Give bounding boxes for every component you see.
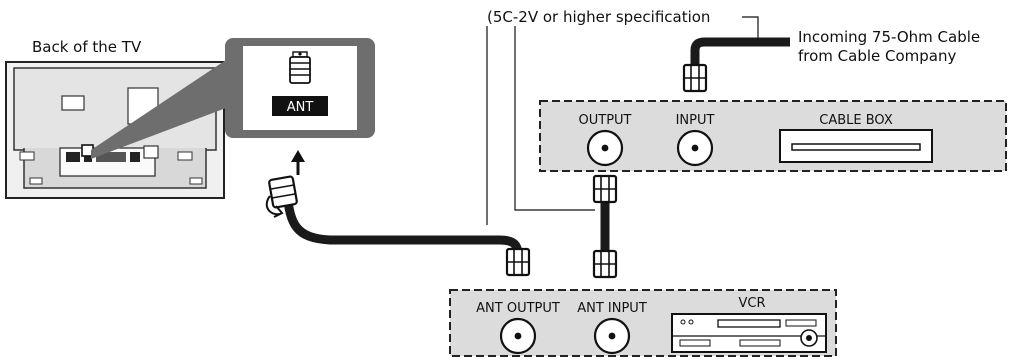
cable-box-input-jack-icon xyxy=(676,129,714,167)
cable-box-input-label: INPUT xyxy=(676,113,715,128)
callout-wedge xyxy=(91,60,226,159)
vcr-ant-input-label: ANT INPUT xyxy=(577,301,647,316)
cable-box-output-label: OUTPUT xyxy=(579,113,632,128)
cable-spec-label: (5C-2V or higher specification xyxy=(487,8,710,26)
vcr-title: VCR xyxy=(738,296,765,311)
cable-box-title: CABLE BOX xyxy=(819,113,893,128)
connect-arrow-icon xyxy=(291,150,305,175)
tv-back xyxy=(5,61,225,199)
ant-terminal-icon xyxy=(289,51,311,84)
cable-box-panel: OUTPUT INPUT CABLE BOX xyxy=(539,100,1007,172)
vcr-ant-output-label: ANT OUTPUT xyxy=(476,301,560,316)
vcr-ant-output-jack-icon xyxy=(499,317,537,355)
ant-inset: ANT xyxy=(225,38,375,138)
spec-leader-lines xyxy=(486,16,759,225)
cable-box-device-icon xyxy=(779,129,933,163)
coax-cable-vcr-to-tv xyxy=(265,175,531,277)
cable-box-output-jack-icon xyxy=(586,129,624,167)
incoming-cable-label: Incoming 75-Ohm Cable xyxy=(798,28,980,46)
vcr-panel: ANT OUTPUT ANT INPUT VCR xyxy=(449,289,837,357)
vcr-ant-input-jack-icon xyxy=(593,317,631,355)
ant-jack-label: ANT xyxy=(287,100,314,115)
incoming-cable xyxy=(682,37,790,93)
tv-label: Back of the TV xyxy=(32,38,142,56)
coax-cable-cablebox-to-vcr xyxy=(592,174,618,279)
vcr-device-icon xyxy=(671,313,827,353)
incoming-cable-label-2: from Cable Company xyxy=(798,47,957,65)
